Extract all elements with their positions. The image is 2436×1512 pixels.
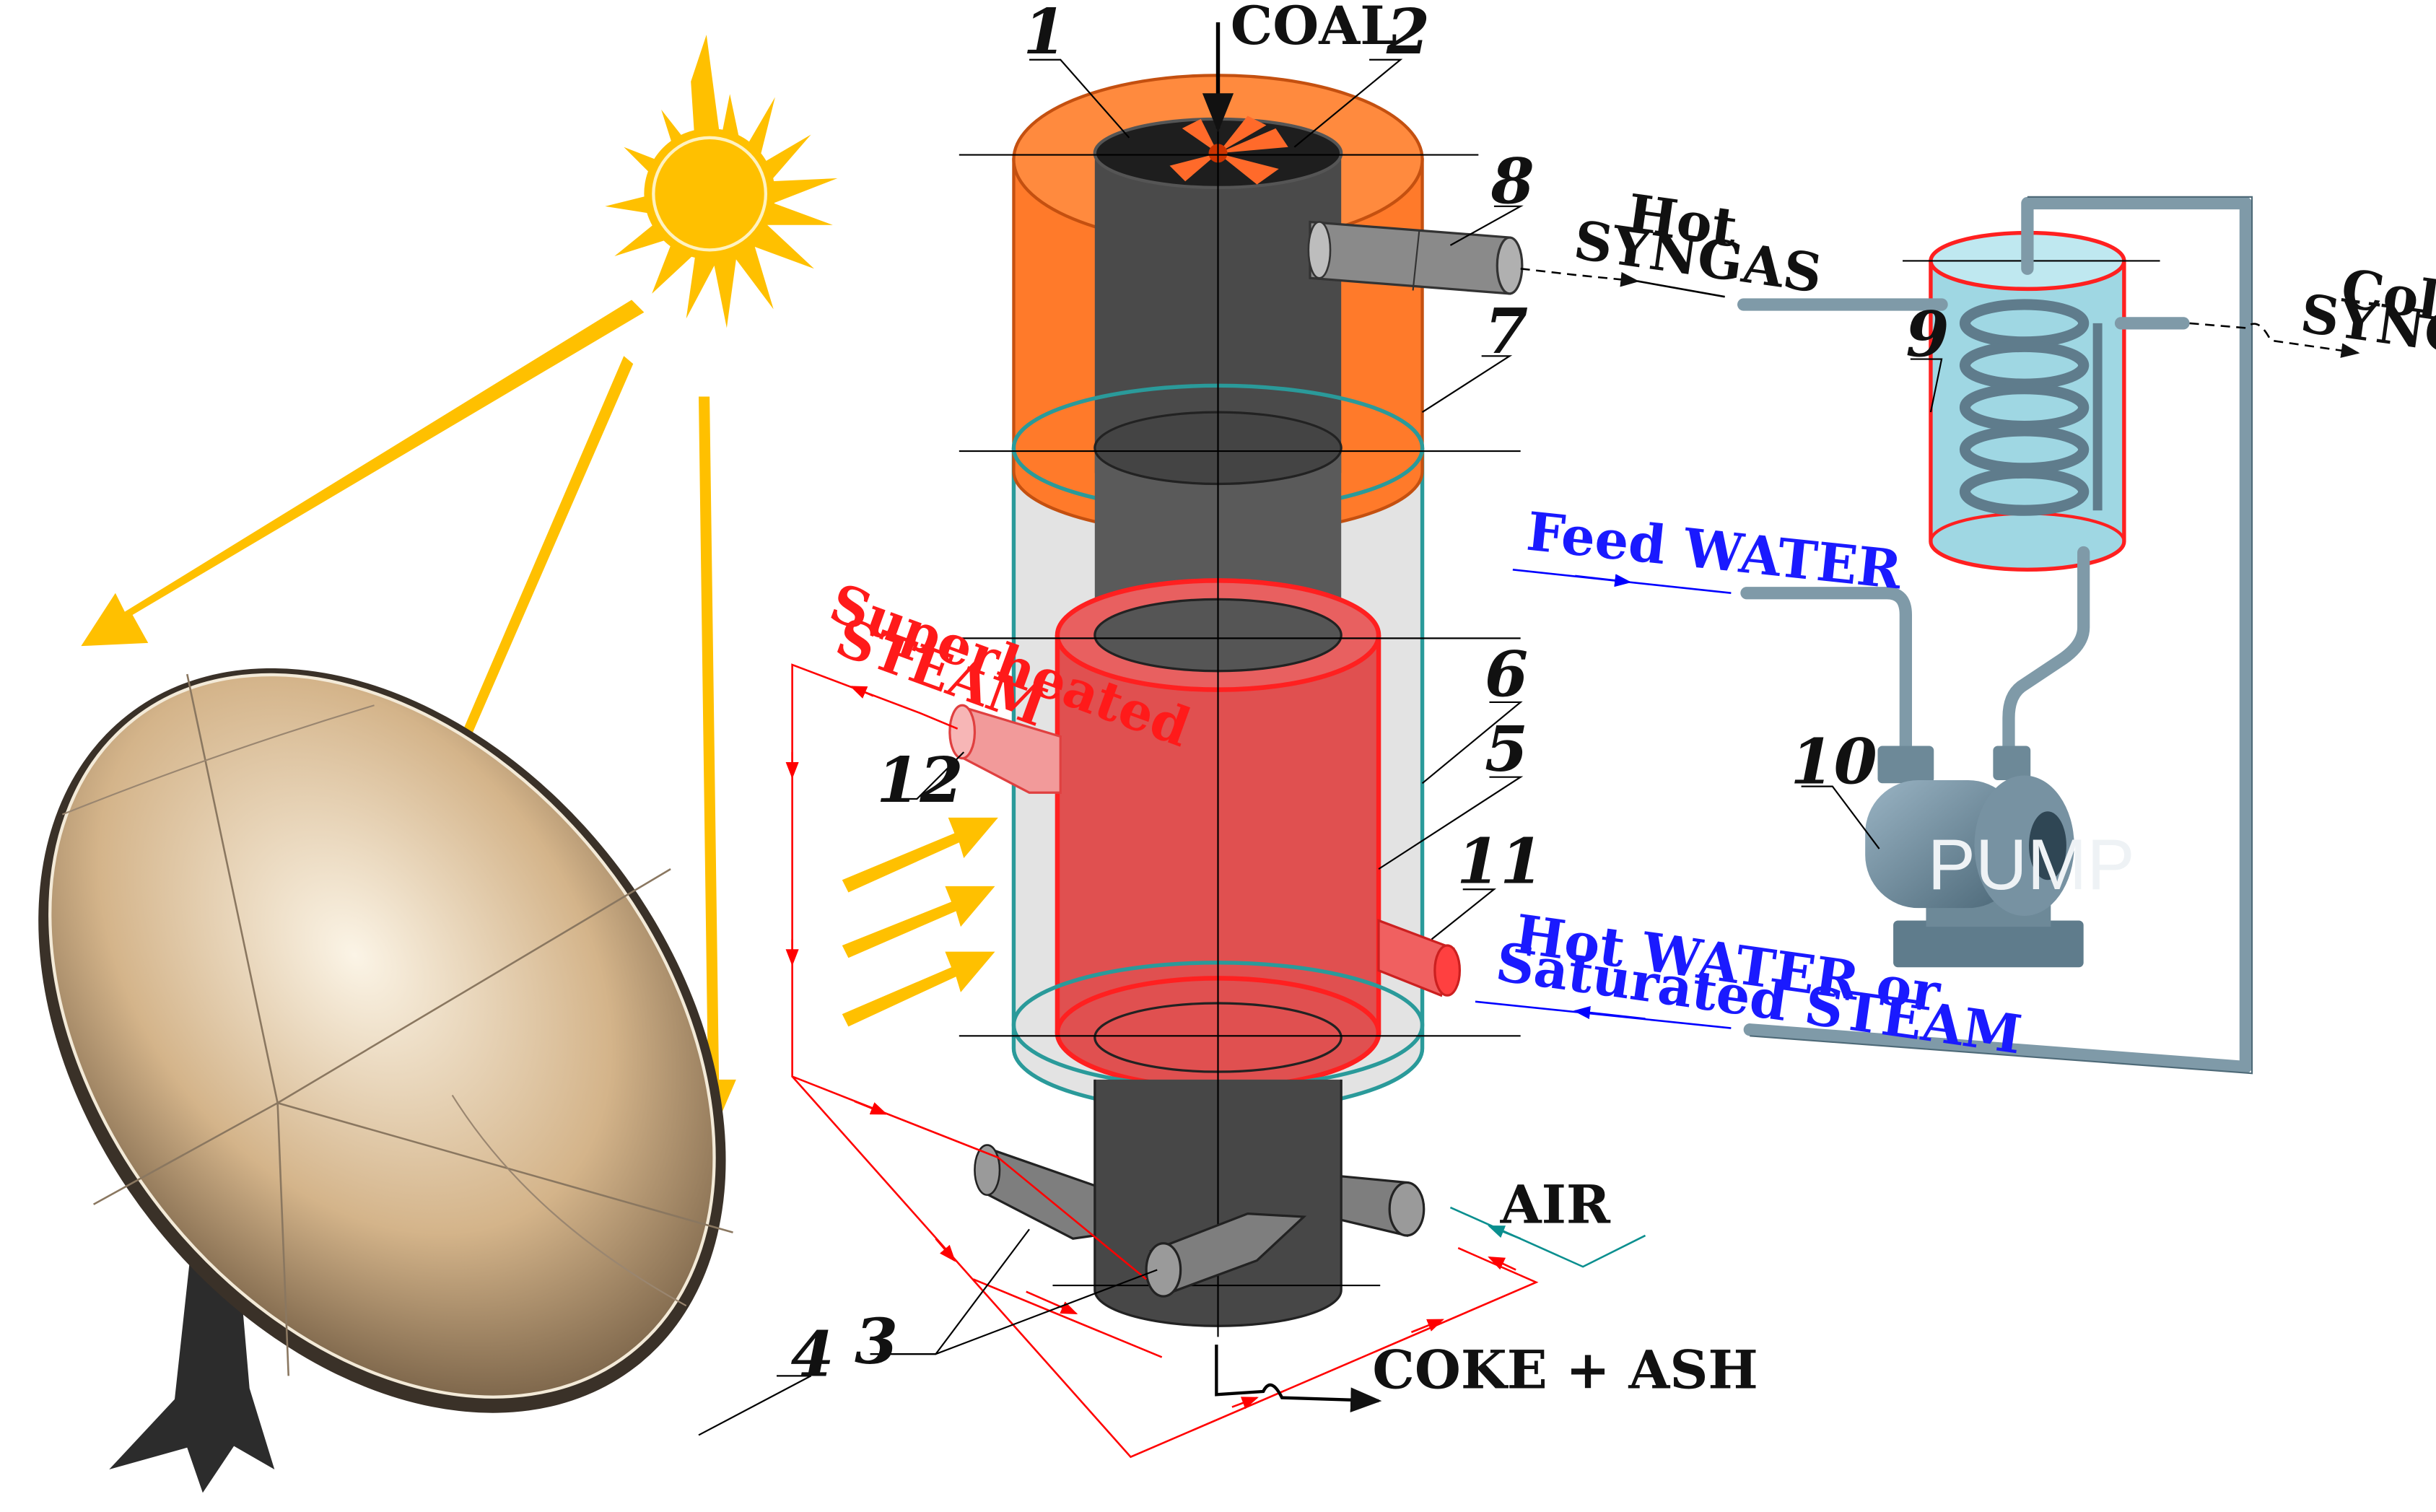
sun-rays (81, 300, 736, 1135)
pipe-edges (1750, 196, 2253, 1075)
feed-water-label: Feed WATER (1524, 501, 1905, 602)
number-12: 12 (876, 744, 963, 817)
coal-label: COAL (1231, 0, 1397, 57)
number-11: 11 (1457, 826, 1543, 899)
flow-lines (785, 22, 2360, 1459)
number-3: 3 (855, 1306, 898, 1378)
sun-icon (605, 35, 838, 328)
number-2: 2 (1386, 0, 1430, 69)
number-8: 8 (1490, 146, 1534, 219)
leader-lines (698, 58, 1943, 1436)
number-6: 6 (1485, 638, 1528, 711)
number-9: 9 (1905, 298, 1949, 371)
coke-ash-label: COKE + ASH (1372, 1340, 1758, 1402)
component-numbers: 1 2 3 4 5 6 7 8 9 10 11 12 (790, 0, 1949, 1391)
solar-flux-arrows (842, 817, 998, 1027)
number-5: 5 (1485, 713, 1528, 786)
pump-label: PUMP (1928, 825, 2135, 905)
number-10: 10 (1790, 725, 1877, 798)
pump (1865, 746, 2084, 968)
solar-dish (38, 668, 733, 1493)
heat-exchanger (1903, 230, 2160, 572)
hot-syngas-label-1: Hot (1623, 183, 1741, 259)
piping (1737, 196, 2253, 1074)
number-7: 7 (1485, 295, 1528, 368)
number-4: 4 (790, 1318, 834, 1391)
reactor (948, 50, 1524, 1337)
number-1: 1 (1023, 0, 1066, 69)
air-label: AIR (1500, 1174, 1611, 1236)
